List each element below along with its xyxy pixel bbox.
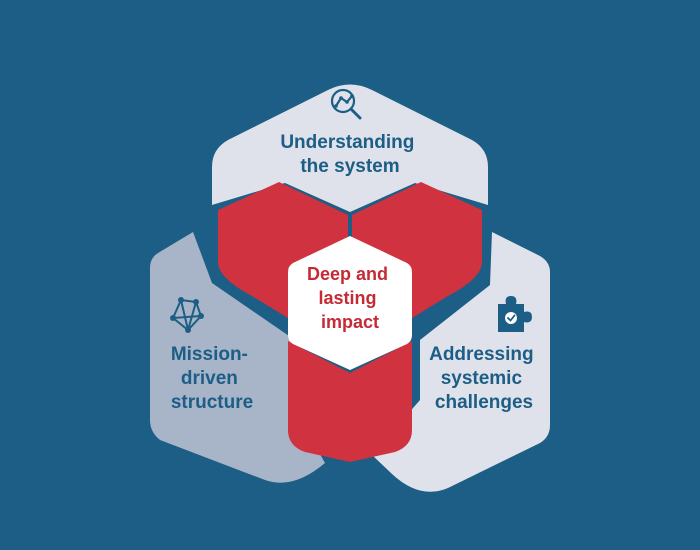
center-label: Deep and lasting impact [307,264,393,332]
cube-face-right [352,182,482,318]
center-hexagon [288,236,412,370]
panel-left [150,232,325,483]
network-nodes-icon [170,297,204,333]
magnifier-chart-icon [330,88,362,120]
panel-top [212,84,488,212]
panel-right [372,232,550,492]
left-segment-label: Mission- driven structure [171,344,253,413]
cube-face-left [218,182,348,318]
puzzle-check-icon [498,296,532,332]
cube-face-bottom [288,341,412,462]
right-segment-label: Addressing systemic challenges [429,344,539,413]
top-segment-label: Understanding the system [280,132,419,177]
